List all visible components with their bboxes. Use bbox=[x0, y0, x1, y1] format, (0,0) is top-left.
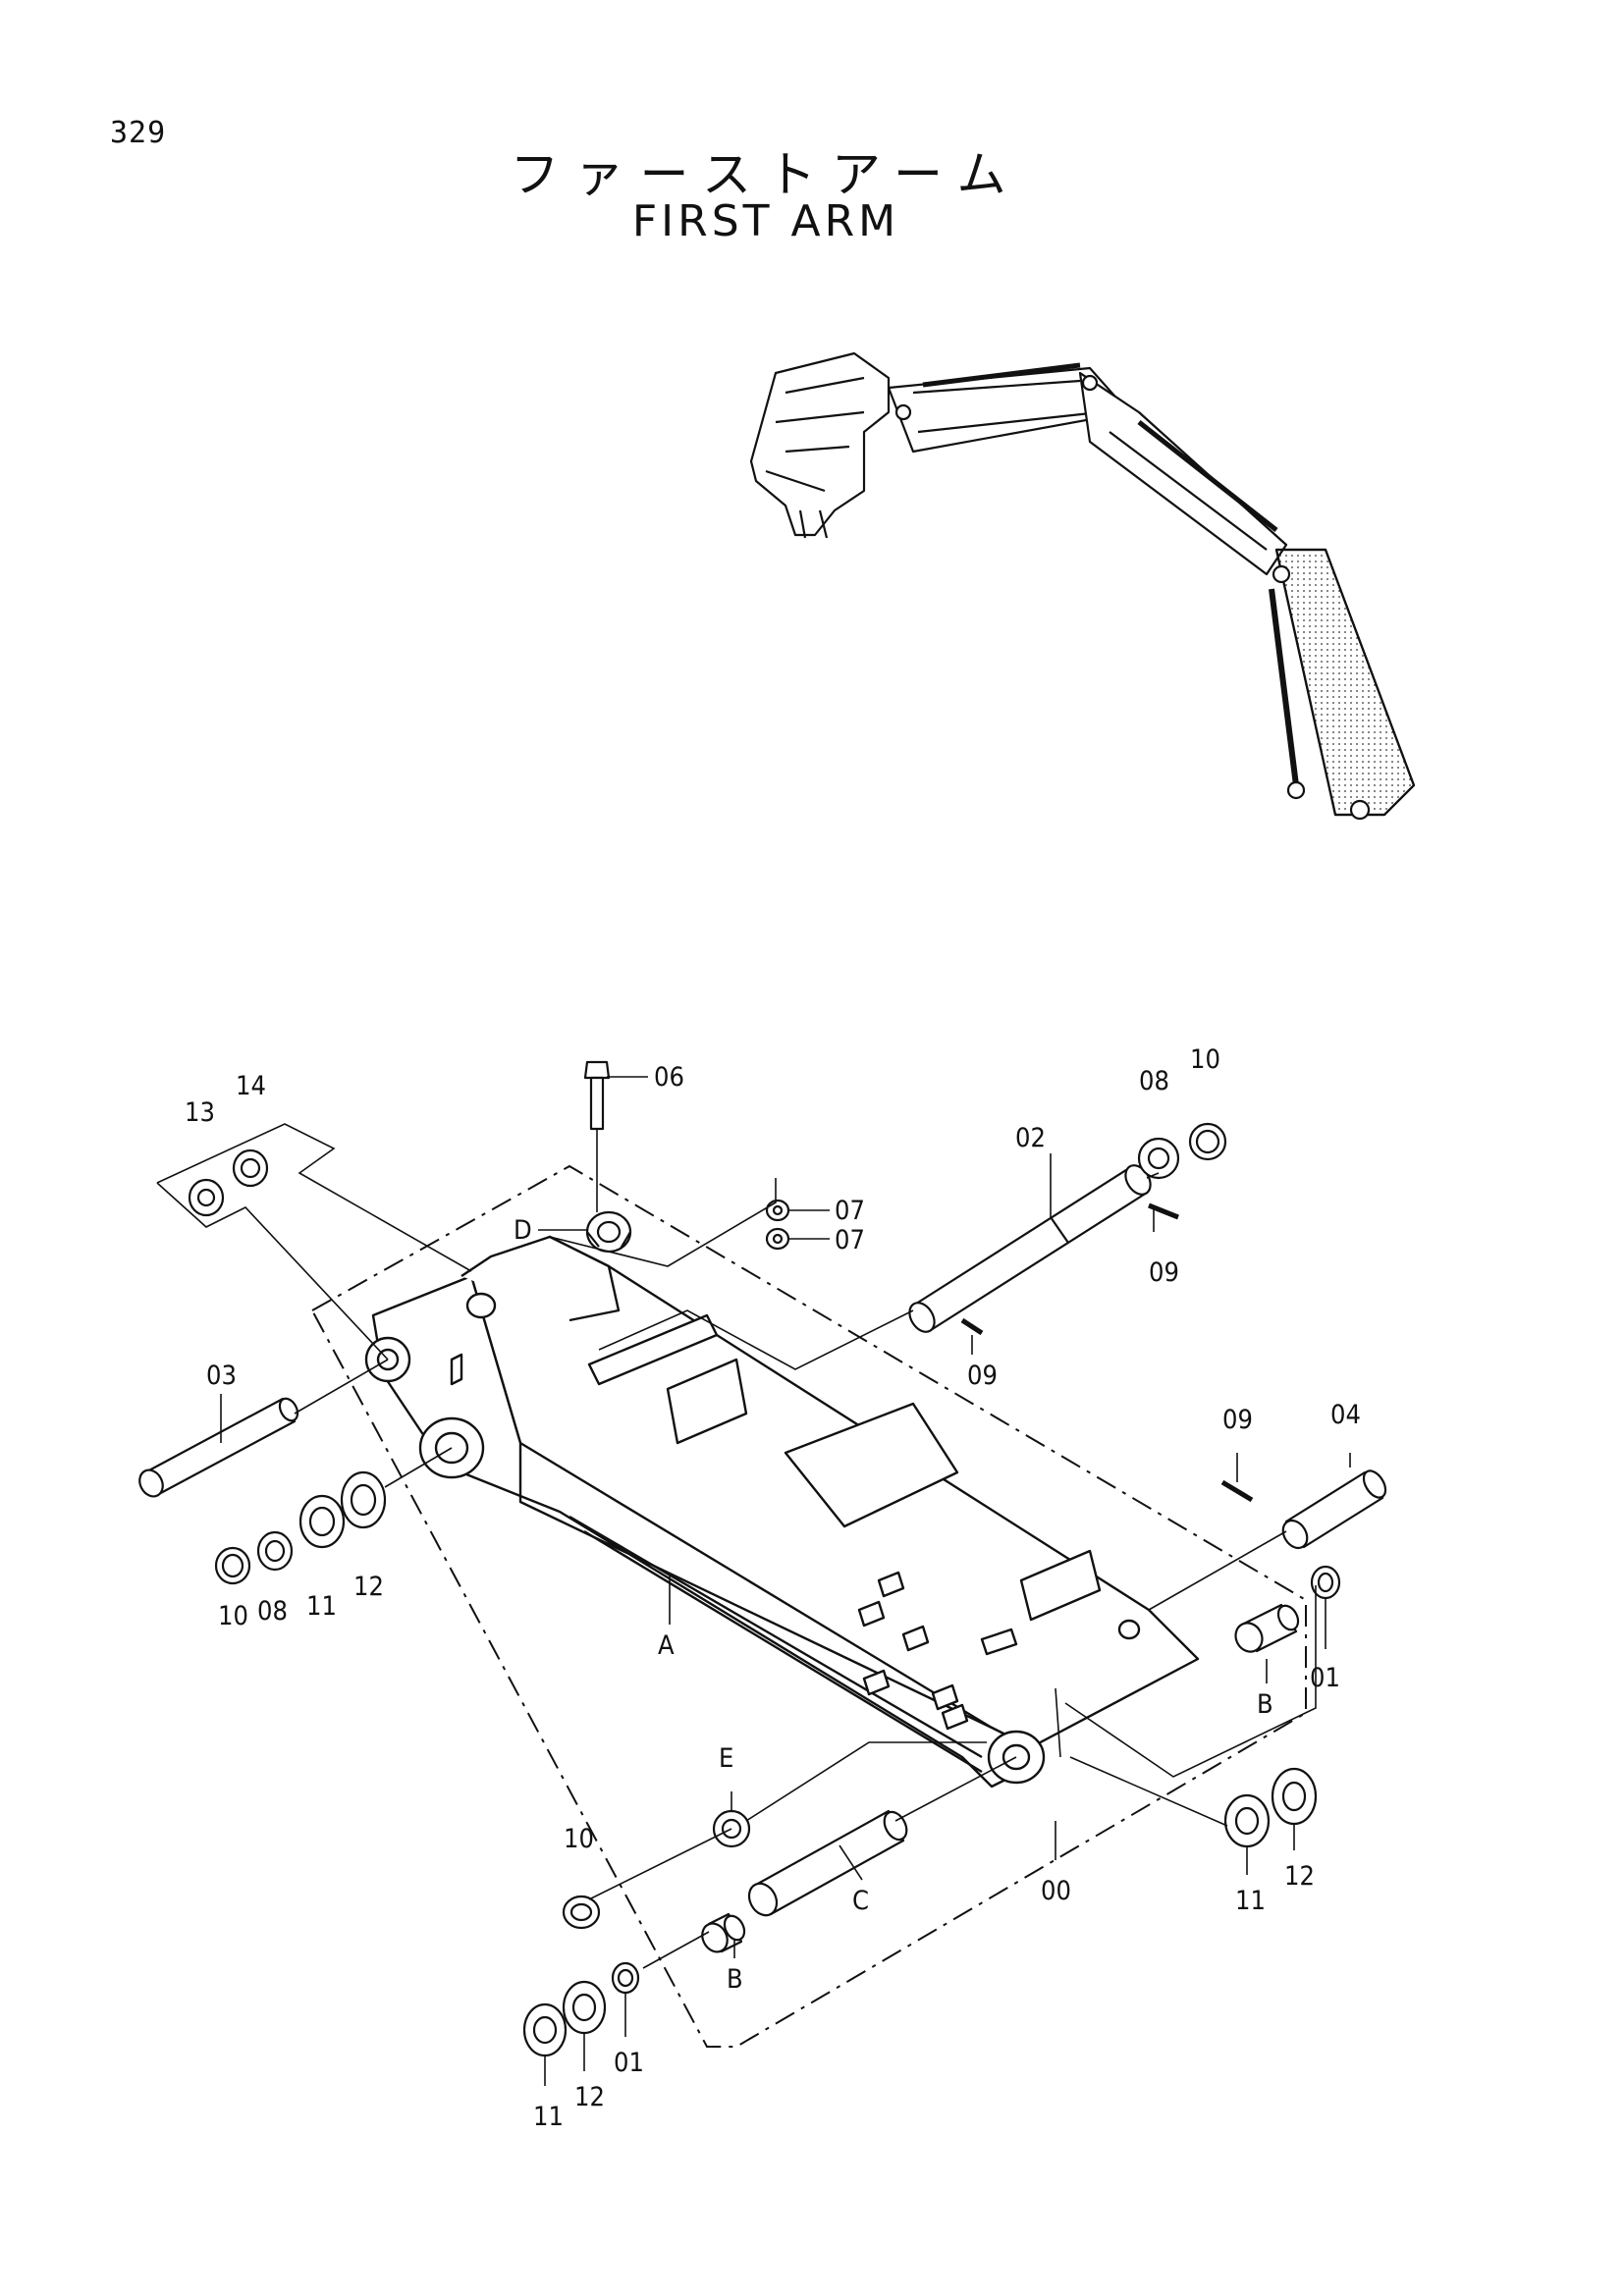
callout-02: 02 bbox=[1015, 1123, 1046, 1153]
part-10-ring-upper bbox=[1188, 1122, 1227, 1161]
overview-boom-cylinder bbox=[1137, 420, 1278, 532]
part-07-nut-a bbox=[765, 1199, 790, 1222]
overview-boom-upper bbox=[1078, 371, 1288, 576]
part-10-ring-left bbox=[214, 1546, 251, 1585]
callout-09-c: 09 bbox=[1222, 1405, 1253, 1435]
part-c-tube bbox=[747, 1809, 908, 1917]
callout-08-b: 08 bbox=[257, 1596, 288, 1627]
attachment-head bbox=[749, 351, 891, 537]
callout-11-a: 11 bbox=[306, 1591, 337, 1622]
part-11-washer-left bbox=[298, 1494, 346, 1549]
loose-parts bbox=[138, 1060, 1387, 2057]
part-12-washer-lower bbox=[562, 1980, 607, 2035]
part-13-washer bbox=[188, 1178, 225, 1217]
machine-overview bbox=[749, 351, 1416, 821]
part-11-washer-right bbox=[1223, 1793, 1271, 1848]
callout-00: 00 bbox=[1041, 1876, 1071, 1906]
callout-08-a: 08 bbox=[1139, 1066, 1169, 1096]
page-number: 329 bbox=[110, 116, 167, 150]
part-d-bushing bbox=[585, 1210, 632, 1254]
callout-07-a: 07 bbox=[835, 1196, 865, 1226]
callout-d: D bbox=[514, 1215, 532, 1246]
callout-01-right: 01 bbox=[1310, 1663, 1340, 1693]
part-10-ring-lower bbox=[562, 1895, 601, 1930]
part-08-seal-left bbox=[256, 1530, 294, 1572]
callout-09-a: 09 bbox=[1149, 1257, 1179, 1288]
callout-12-lower: 12 bbox=[574, 2082, 605, 2112]
top-lug-hole bbox=[465, 1292, 497, 1319]
part-12-washer-right bbox=[1271, 1767, 1318, 1826]
part-14-washer bbox=[232, 1148, 269, 1188]
callout-10-b: 10 bbox=[218, 1601, 248, 1631]
part-12-washer-left bbox=[340, 1470, 387, 1529]
part-b-bushing-right bbox=[1234, 1603, 1300, 1653]
title-english: FIRST ARM bbox=[631, 196, 900, 246]
title-japanese: ファーストアーム bbox=[510, 146, 1022, 203]
callout-06: 06 bbox=[654, 1062, 684, 1093]
part-02-pin bbox=[908, 1164, 1152, 1333]
part-04-pin bbox=[1281, 1469, 1387, 1550]
callout-10-c: 10 bbox=[564, 1824, 594, 1854]
callout-10-a: 10 bbox=[1190, 1044, 1220, 1075]
callout-e: E bbox=[719, 1743, 733, 1774]
assembly-outline bbox=[310, 1164, 1307, 2048]
callout-07-b: 07 bbox=[835, 1225, 865, 1255]
first-arm-body bbox=[364, 1235, 1200, 1789]
callout-12-a: 12 bbox=[353, 1572, 384, 1602]
callout-11-lower: 11 bbox=[533, 2102, 564, 2132]
callout-13: 13 bbox=[185, 1097, 215, 1128]
callout-09-b: 09 bbox=[967, 1361, 998, 1391]
part-08-seal-upper bbox=[1137, 1137, 1180, 1180]
part-09-pin-right bbox=[1220, 1479, 1254, 1503]
callout-04: 04 bbox=[1330, 1400, 1361, 1430]
callout-b-right: B bbox=[1257, 1689, 1273, 1720]
leader-lines bbox=[156, 1076, 1351, 2086]
part-03-pin bbox=[138, 1397, 299, 1498]
callout-b-lower: B bbox=[727, 1964, 743, 1995]
overview-lift-cylinder bbox=[1269, 588, 1299, 786]
part-07-nut-b bbox=[765, 1227, 790, 1251]
callout-labels: 06 14 13 D 07 07 02 08 10 09 09 03 09 04… bbox=[185, 1044, 1361, 2132]
callout-03: 03 bbox=[206, 1361, 237, 1391]
part-09-pin-middle bbox=[960, 1317, 984, 1336]
part-06-bolt bbox=[583, 1060, 611, 1131]
callout-01-lower: 01 bbox=[614, 2048, 644, 2078]
callout-c: C bbox=[852, 1886, 869, 1916]
callout-12-right: 12 bbox=[1284, 1861, 1315, 1892]
overview-arm-cylinder bbox=[922, 362, 1081, 388]
part-11-washer-lower bbox=[522, 2002, 568, 2057]
callout-a: A bbox=[658, 1630, 675, 1661]
callout-11-right: 11 bbox=[1235, 1886, 1266, 1916]
part-01-ring-lower bbox=[611, 1961, 640, 1995]
part-09-pin-upper bbox=[1148, 1202, 1179, 1220]
callout-14: 14 bbox=[236, 1071, 266, 1101]
part-b-bushing-lower bbox=[701, 1912, 746, 1953]
